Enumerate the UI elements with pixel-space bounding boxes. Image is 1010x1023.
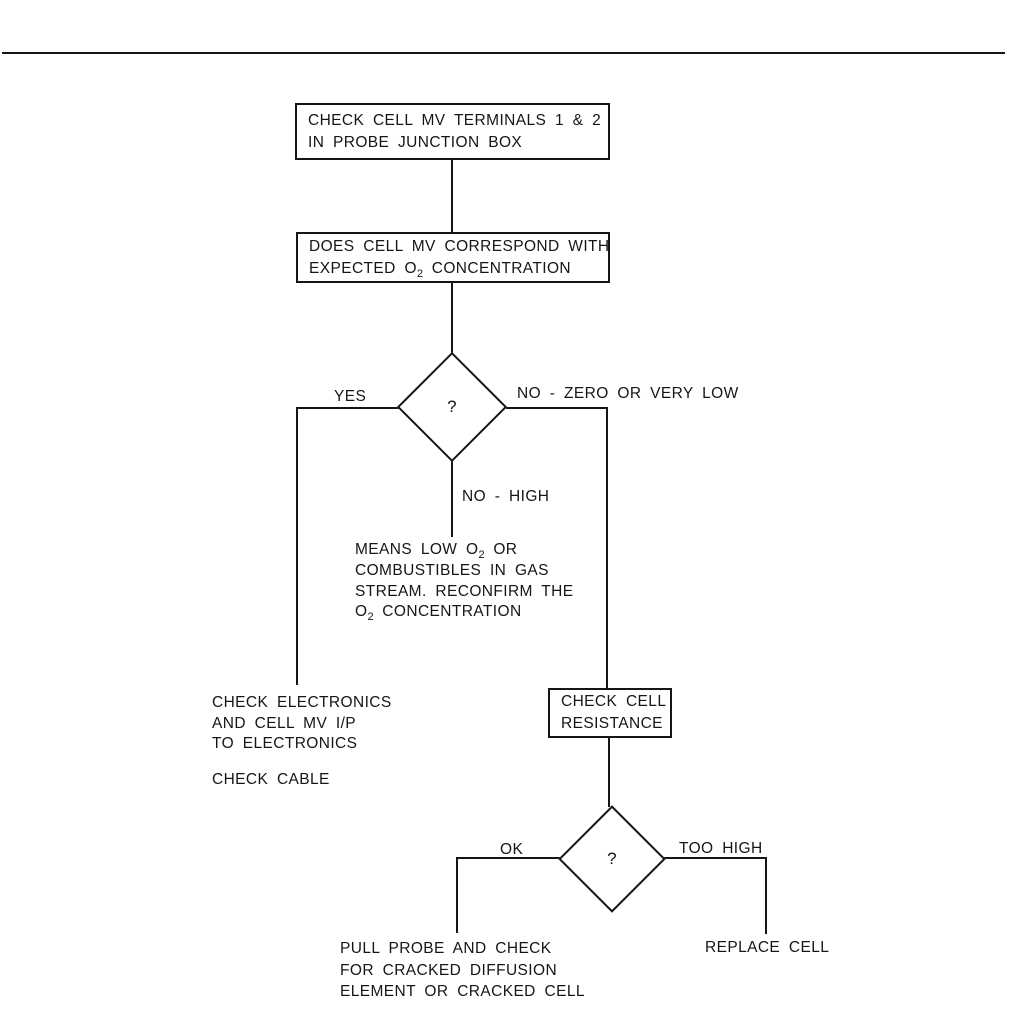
process-box-text-line: DOES CELL MV CORRESPOND WITH xyxy=(309,237,610,255)
process-box-text-line: RESISTANCE xyxy=(561,715,663,732)
branch-label-no-zero: NO - ZERO OR VERY LOW xyxy=(517,385,739,402)
note-yes-outcome: CHECK ELECTRONICS AND CELL MV I/P TO ELE… xyxy=(212,693,392,755)
connector-box3-decision2 xyxy=(608,738,610,807)
note-ok-outcome: PULL PROBE AND CHECK FOR CRACKED DIFFUSI… xyxy=(340,938,585,1003)
note-text-line: FOR CRACKED DIFFUSION xyxy=(340,961,558,979)
connector-box1-box2 xyxy=(451,160,453,232)
connector-ok-vertical xyxy=(456,857,458,933)
note-check-cable: CHECK CABLE xyxy=(212,771,330,788)
connector-ok-horizontal xyxy=(456,857,562,859)
note-no-high-outcome: MEANS LOW O2 OR COMBUSTIBLES IN GAS STRE… xyxy=(355,540,573,623)
note-text-line: STREAM. RECONFIRM THE xyxy=(355,582,574,600)
subscript-2: 2 xyxy=(416,267,424,280)
process-box-text-line: EXPECTED O2 CONCENTRATION xyxy=(309,259,571,280)
connector-no-high-vertical xyxy=(451,461,453,537)
note-replace-cell: REPLACE CELL xyxy=(705,939,830,956)
note-text-line: TO ELECTRONICS xyxy=(212,735,358,752)
note-text-line: O2 CONCENTRATION xyxy=(355,603,522,624)
process-box-check-terminals: CHECK CELL MV TERMINALS 1 & 2 IN PROBE J… xyxy=(295,103,610,160)
branch-label-yes: YES xyxy=(334,388,367,405)
note-text-line: MEANS LOW O2 OR xyxy=(355,541,518,561)
decision-question-mark: ? xyxy=(447,397,457,416)
branch-label-no-high: NO - HIGH xyxy=(462,488,550,505)
note-text-line: CHECK ELECTRONICS xyxy=(212,694,392,711)
subscript-2: 2 xyxy=(478,549,485,561)
connector-yes-horizontal xyxy=(296,407,399,409)
process-box-mv-correspond: DOES CELL MV CORRESPOND WITH EXPECTED O2… xyxy=(296,232,610,283)
connector-too-high-vertical xyxy=(765,857,767,934)
note-text-line: ELEMENT OR CRACKED CELL xyxy=(340,983,585,1000)
branch-label-ok: OK xyxy=(500,841,524,858)
page-top-rule xyxy=(2,52,1005,54)
note-text-line: COMBUSTIBLES IN GAS xyxy=(355,561,549,579)
connector-too-high-horizontal xyxy=(664,857,767,859)
connector-yes-vertical xyxy=(296,407,298,685)
connector-box2-decision1 xyxy=(451,283,453,354)
decision-question-mark: ? xyxy=(607,849,617,868)
connector-no-zero-horizontal xyxy=(506,407,608,409)
note-text-line: PULL PROBE AND CHECK xyxy=(340,940,552,957)
note-text-line: AND CELL MV I/P xyxy=(212,714,357,732)
branch-label-too-high: TOO HIGH xyxy=(679,840,763,857)
process-box-check-resistance: CHECK CELL RESISTANCE xyxy=(548,688,672,738)
connector-no-zero-vertical xyxy=(606,407,608,688)
process-box-text-line: CHECK CELL MV TERMINALS 1 & 2 xyxy=(308,111,602,129)
process-box-text-line: CHECK CELL xyxy=(561,693,667,710)
subscript-2: 2 xyxy=(367,611,374,624)
process-box-text-line: IN PROBE JUNCTION BOX xyxy=(308,133,523,151)
